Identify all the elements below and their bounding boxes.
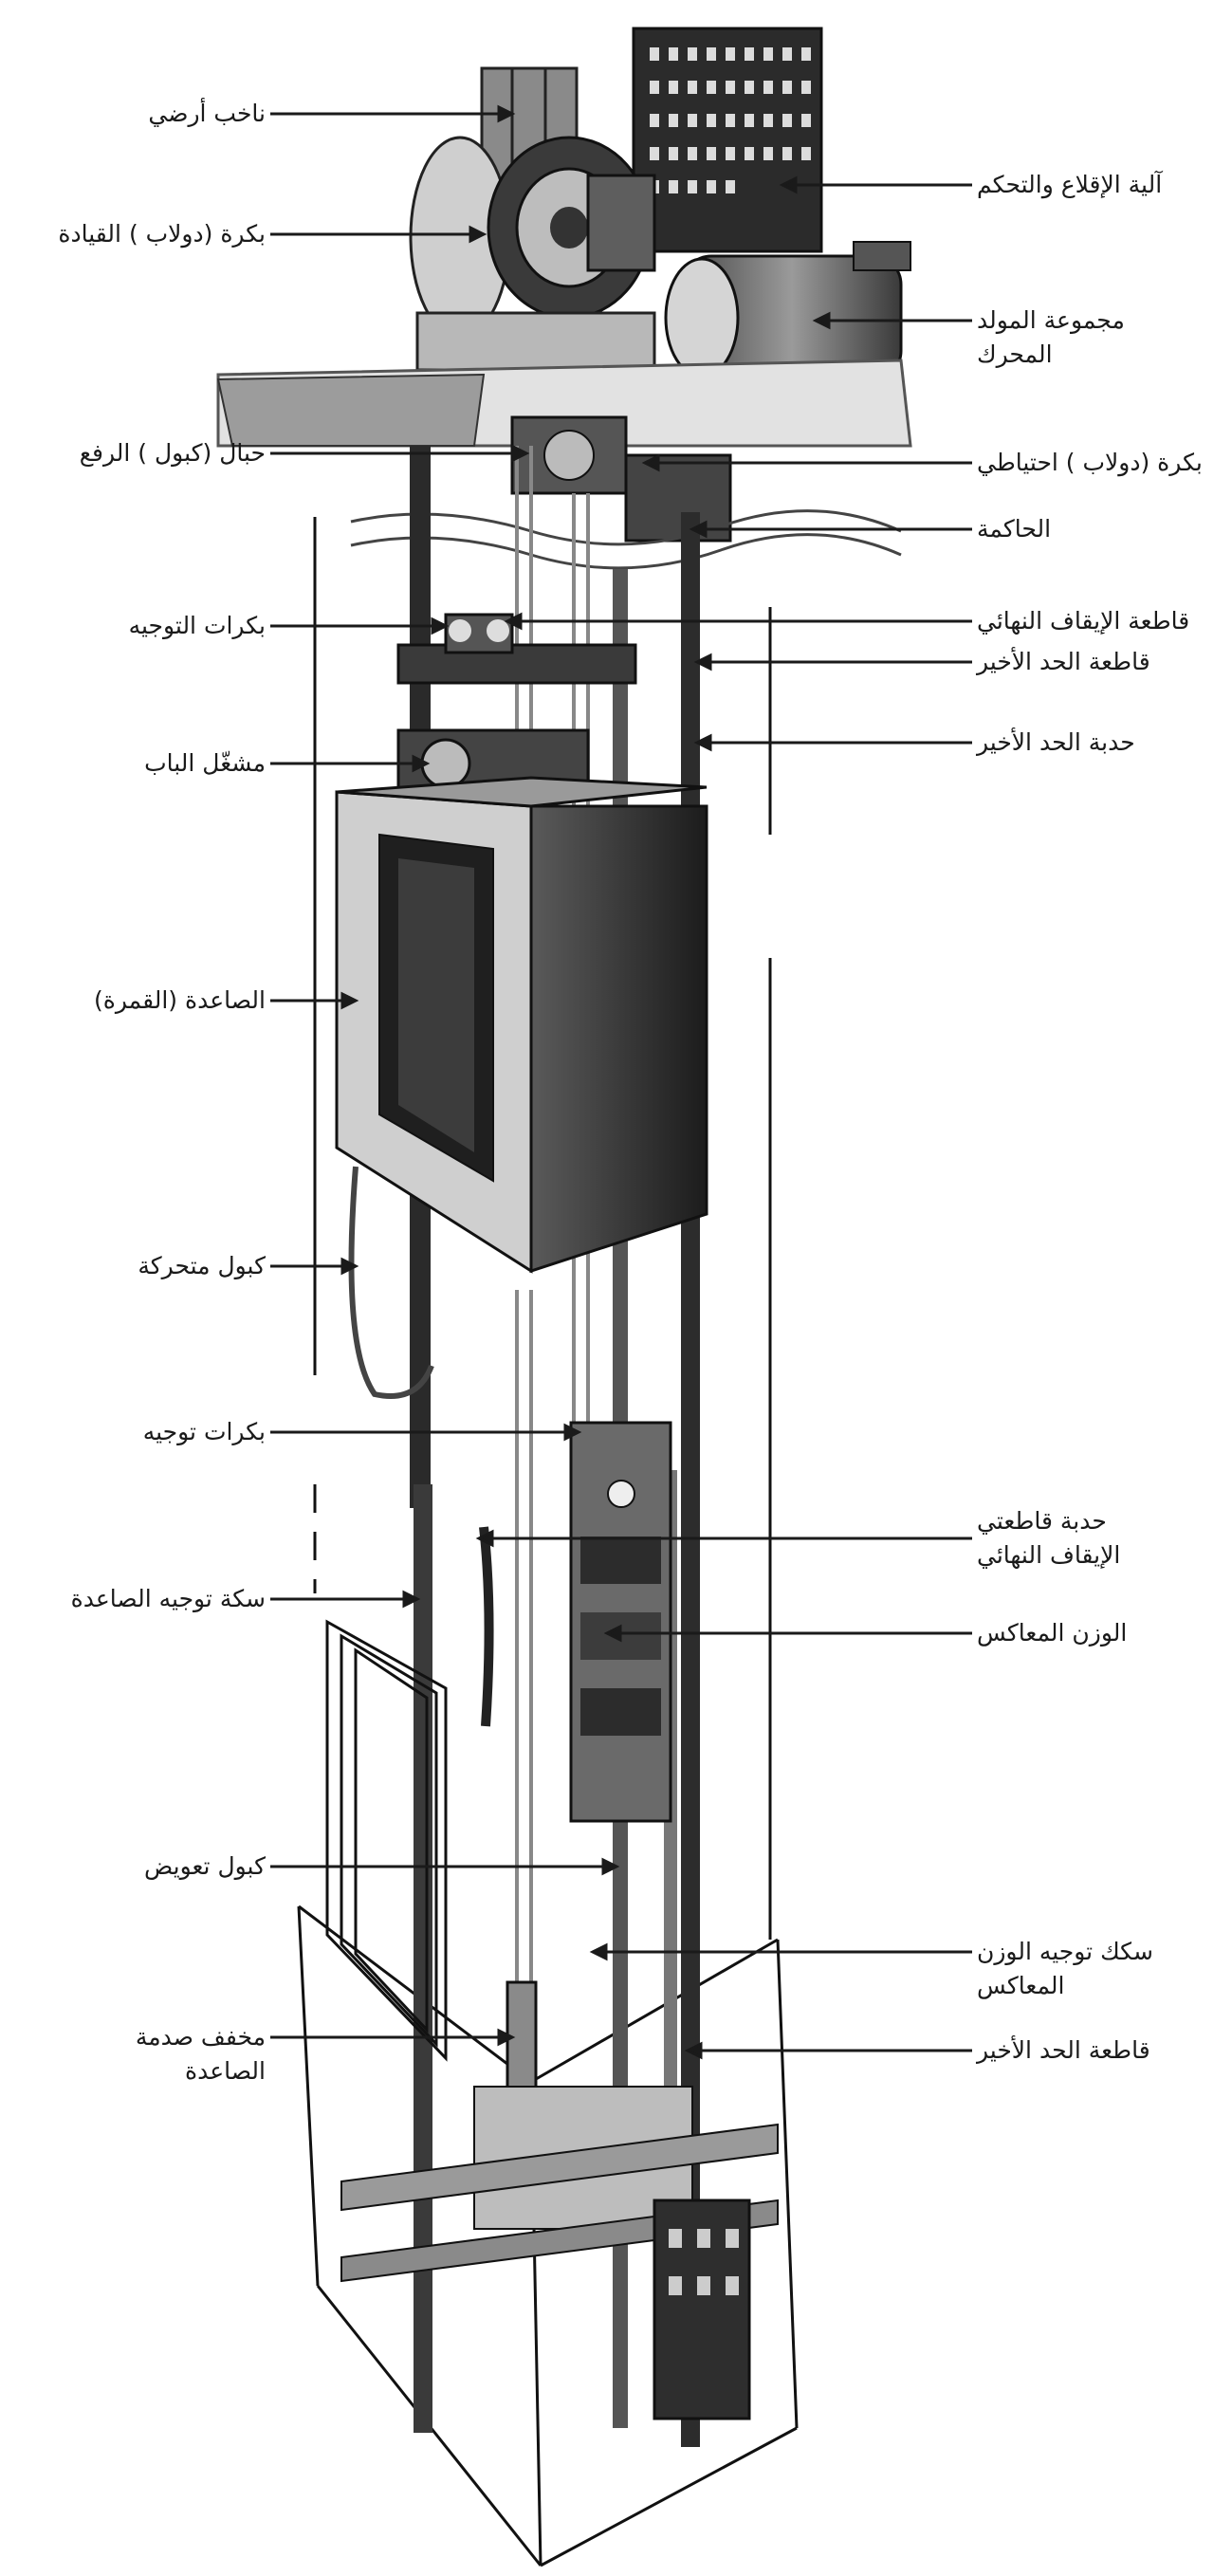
- label-final-stop-switch: قاطعة الإيقاف النهائي: [977, 607, 1190, 635]
- control-panel-icon: [632, 27, 823, 253]
- label-limit-switch-top: قاطعة الحد الأخير: [977, 648, 1150, 675]
- label-car-cabin: الصاعدة (القمرة): [93, 986, 266, 1014]
- label-guide-rollers-top: بكرات التوجيه: [128, 612, 266, 639]
- label-mg-line1: مجموعة المولد: [977, 306, 1125, 334]
- traveling-cable-icon: [348, 1166, 434, 1399]
- pit-equipment: [340, 1980, 779, 2420]
- label-guide-rollers-lower: بكرات توجيه: [142, 1418, 266, 1445]
- label-car-buffer: مخفف صدمة الصاعدة: [136, 2020, 266, 2088]
- leader-lines: [270, 104, 972, 2060]
- counterweight-icon: [569, 1421, 672, 1823]
- label-counterweight-rails: سكك توجيه الوزن المعاكس: [977, 1935, 1223, 2003]
- label-cwr-line2: المعاكس: [977, 1972, 1065, 1999]
- label-control-mechanism: آلية الإقلاع والتحكم: [977, 171, 1163, 198]
- label-hoist-ropes: حبال (كبول ) الرفع: [79, 439, 266, 467]
- label-limit-cam: حدبة الحد الأخير: [977, 728, 1135, 756]
- label-final-stop-cam: حدبة قاطعتي الإيقاف النهائي: [977, 1504, 1223, 1573]
- label-secondary-sheave: بكرة (دولاب ) احتياطي: [977, 449, 1203, 476]
- label-car-guide-rail: سكة توجيه الصاعدة: [70, 1585, 266, 1612]
- shaft-outline: [297, 517, 799, 2567]
- label-counterweight: الوزن المعاكس: [977, 1619, 1128, 1647]
- label-motor-generator-set: مجموعة المولد المحرك: [977, 304, 1223, 372]
- label-mg-line2: المحرك: [977, 340, 1053, 368]
- label-fsc-line1: حدبة قاطعتي: [977, 1507, 1107, 1535]
- label-compensation-cable: كبول تعويض: [144, 1852, 266, 1880]
- car-buffer-icon: [506, 1980, 538, 2107]
- label-fsc-line2: الإيقاف النهائي: [977, 1541, 1121, 1569]
- label-traveling-cable: كبول متحركة: [138, 1252, 266, 1279]
- label-governor: الحاكمة: [977, 515, 1052, 543]
- car-cabin-icon: [335, 776, 708, 1274]
- label-car-buffer-line2: الصاعدة: [185, 2057, 266, 2085]
- label-door-operator: مشغّل الباب: [144, 749, 266, 777]
- hoistway-door-icon: [325, 1619, 448, 2062]
- label-car-buffer-line1: مخفف صدمة: [135, 2023, 266, 2051]
- label-ground-selector: ناخب أرضي: [148, 100, 266, 127]
- label-limit-switch-bottom: قاطعة الحد الأخير: [977, 2036, 1150, 2064]
- label-cwr-line1: سكك توجيه الوزن: [977, 1938, 1153, 1965]
- label-drive-sheave: بكرة (دولاب ) القيادة: [58, 220, 266, 248]
- governor-icon: [624, 453, 732, 543]
